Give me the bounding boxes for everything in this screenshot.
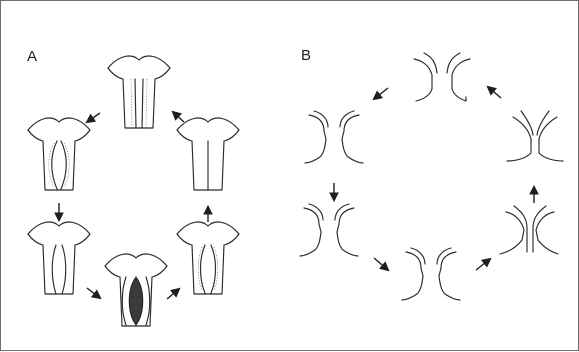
panel-b-stage-5 [500, 206, 558, 254]
panel-a-arrow-6 [173, 112, 184, 122]
panel-b-stage-2 [305, 111, 363, 163]
panel-a-stage-3 [28, 222, 90, 294]
panel-b-stage-1 [414, 53, 470, 101]
panel-a-arrow-3 [87, 288, 100, 298]
panel-a-stage-6 [177, 118, 239, 190]
panel-a-stage-4 [105, 254, 167, 326]
panel-b-arrow-3 [374, 258, 388, 270]
panel-a-arrow-4 [167, 289, 179, 299]
panel-b-coronal-cycle [300, 53, 563, 300]
panel-b-stage-3 [300, 204, 358, 256]
panel-a-stage-2 [28, 118, 90, 190]
panel-a-stage-5 [177, 222, 239, 294]
panel-a-vocal-fold-cycle [28, 56, 239, 326]
panel-b-arrow-6 [488, 87, 501, 98]
panel-b-arrow-4 [476, 259, 490, 270]
panel-b-stage-6 [507, 111, 563, 161]
panel-b-arrow-1 [374, 88, 388, 99]
panel-a-arrow-1 [87, 113, 100, 122]
panel-a-stage-1 [108, 56, 170, 128]
panel-b-stage-4 [402, 248, 460, 300]
